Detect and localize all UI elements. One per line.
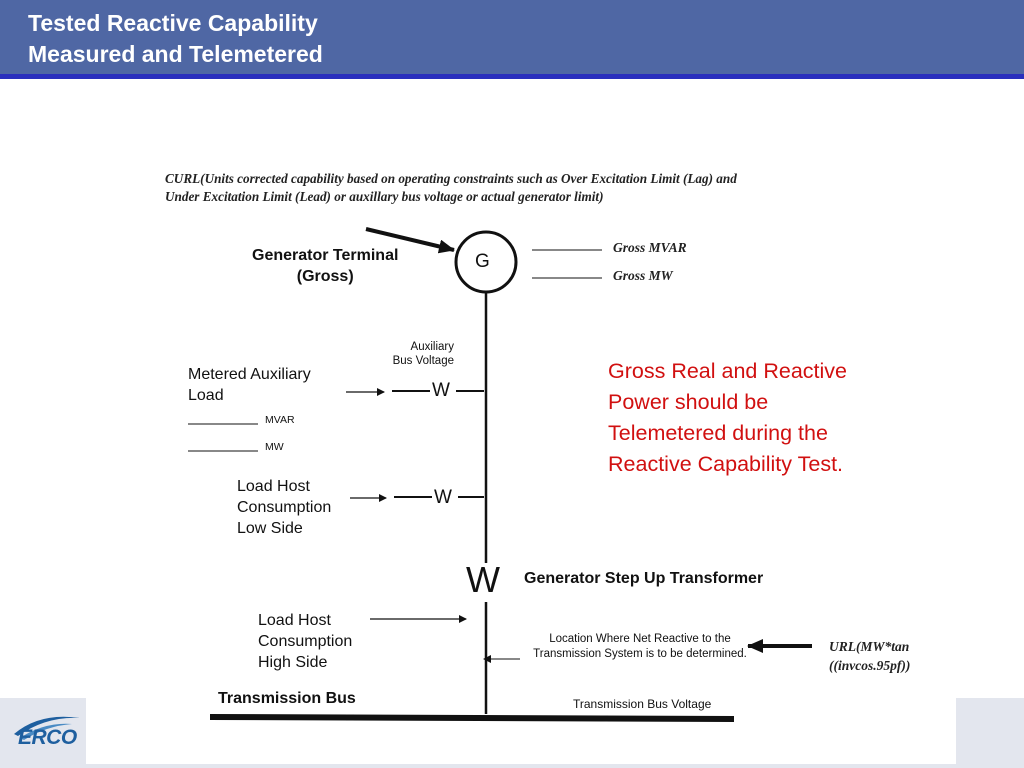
load-host-low-line2: Consumption [237, 499, 332, 516]
generator-terminal-label-line2: (Gross) [296, 268, 354, 285]
slide-header [0, 0, 1024, 74]
diagram-panel [86, 92, 956, 764]
aux-mw-label: MW [265, 441, 284, 453]
net-reactive-note-line2: Transmission System is to be determined. [533, 647, 747, 660]
transmission-bus-voltage-label: Transmission Bus Voltage [573, 697, 712, 711]
generator-symbol: G [475, 251, 490, 272]
metered-aux-load-label: Metered Auxiliary Load [188, 364, 311, 406]
header-stripe [0, 74, 1024, 79]
net-reactive-note-line1: Location Where Net Reactive to the [549, 633, 731, 645]
curl-note-line2: Under Excitation Limit (Lead) or auxilla… [165, 189, 604, 204]
load-host-high-line2: Consumption [258, 633, 353, 650]
ercot-logo-text: ERCO [18, 726, 77, 749]
aux-bus-voltage-label: Auxiliary Bus Voltage [386, 340, 454, 368]
load-host-high-line1: Load Host [258, 612, 331, 629]
step-up-transformer-symbol: W [466, 559, 500, 600]
aux-bus-voltage-line2: Bus Voltage [392, 355, 454, 367]
telemetry-callout-line2: Power should be [608, 390, 769, 414]
generator-circle [454, 230, 518, 294]
metered-aux-load-line1: Metered Auxiliary [188, 366, 311, 383]
gross-mw-label: Gross MW [613, 268, 673, 283]
slide-title: Tested Reactive Capability Measured and … [28, 8, 323, 70]
transmission-bus-label: Transmission Bus [218, 690, 356, 707]
telemetry-callout-line1: Gross Real and Reactive [608, 359, 847, 383]
metered-aux-load-line2: Load [188, 387, 224, 404]
url-note: URL(MW*tan ((invcos.95pf)) [829, 637, 910, 675]
url-note-line2: ((invcos.95pf)) [829, 658, 911, 673]
gross-mvar-label: Gross MVAR [613, 240, 687, 255]
generator-terminal-label-line1: Generator Terminal [252, 247, 399, 264]
generator-terminal-label: Generator Terminal (Gross) [252, 245, 398, 287]
load-host-low-line1: Load Host [237, 478, 310, 495]
low-side-wattmeter-symbol: W [434, 487, 452, 508]
step-up-transformer-label: Generator Step Up Transformer [524, 570, 764, 587]
telemetry-callout: Gross Real and Reactive Power should be … [608, 356, 847, 480]
net-reactive-note: Location Where Net Reactive to the Trans… [522, 632, 758, 661]
generator-terminal-arrow [365, 227, 455, 254]
load-host-high-side-label: Load Host Consumption High Side [258, 610, 352, 673]
slide-title-line1: Tested Reactive Capability [28, 10, 318, 36]
url-note-line1: URL(MW*tan [829, 639, 910, 654]
slide-title-line2: Measured and Telemetered [28, 41, 323, 67]
aux-bus-voltage-line1: Auxiliary [410, 341, 454, 353]
telemetry-callout-line3: Telemetered during the [608, 421, 828, 445]
aux-wattmeter-symbol: W [432, 380, 450, 401]
load-host-high-line3: High Side [258, 654, 328, 671]
aux-mvar-label: MVAR [265, 414, 295, 426]
ercot-logo-swoosh-icon [14, 716, 80, 740]
load-host-low-side-label: Load Host Consumption Low Side [237, 476, 331, 539]
curl-note-line1: CURL(Units corrected capability based on… [165, 171, 737, 186]
transmission-bus-line [209, 714, 735, 722]
load-host-low-line3: Low Side [237, 520, 303, 537]
curl-note: CURL(Units corrected capability based on… [165, 170, 737, 206]
telemetry-callout-line4: Reactive Capability Test. [608, 452, 844, 476]
